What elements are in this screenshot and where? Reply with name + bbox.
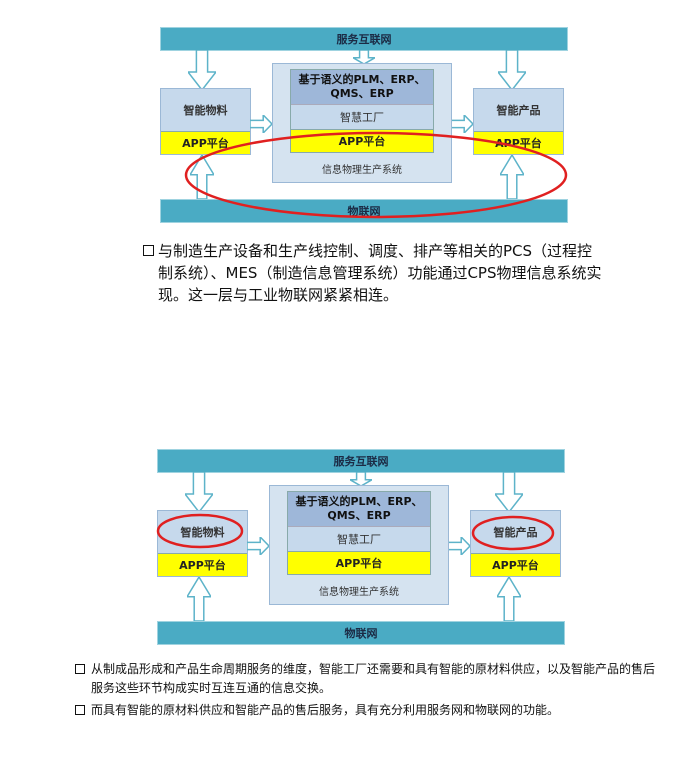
paragraph-text: 而具有智能的原材料供应和智能产品的售后服务，具有充分利用服务网和物联网的功能。: [91, 703, 560, 717]
smart-material-label: 智能物料: [183, 104, 228, 117]
arrow-down-icon: [188, 50, 216, 90]
checkbox-bullet-icon: [75, 664, 85, 674]
arrow-right-icon: [448, 537, 470, 555]
plm-erp-header: 基于语义的PLM、ERP、QMS、ERP: [291, 70, 433, 104]
iot-bar: 物联网: [157, 621, 565, 645]
arrow-down-icon: [498, 50, 526, 90]
smart-factory-label: 智慧工厂: [288, 526, 430, 551]
app-platform-label: APP平台: [471, 553, 560, 576]
arrow-down-icon: [185, 472, 213, 512]
arrow-right-icon: [451, 115, 473, 133]
smart-material-label: 智能物料: [180, 526, 225, 539]
plm-erp-header: 基于语义的PLM、ERP、QMS、ERP: [288, 492, 430, 526]
bullet-paragraph: 而具有智能的原材料供应和智能产品的售后服务，具有充分利用服务网和物联网的功能。: [75, 701, 655, 720]
smart-product-label: 智能产品: [493, 526, 538, 539]
arrow-up-icon: [500, 155, 524, 199]
arrow-up-icon: [187, 577, 211, 621]
paragraph-text: 从制成品形成和产品生命周期服务的维度，智能工厂还需要和具有智能的原材料供应，以及…: [91, 662, 656, 695]
iot-bar: 物联网: [160, 199, 568, 223]
arrow-down-icon: [353, 50, 375, 64]
app-platform-label: APP平台: [474, 131, 563, 154]
bullet-paragraph: 从制成品形成和产品生命周期服务的维度，智能工厂还需要和具有智能的原材料供应，以及…: [75, 660, 655, 698]
arrow-down-icon: [495, 472, 523, 512]
arrow-up-icon: [190, 155, 214, 199]
arrow-down-icon: [350, 472, 372, 486]
app-platform-label: APP平台: [291, 129, 433, 152]
smart-product-box: 智能产品 APP平台: [470, 510, 561, 577]
paragraph-text: 与制造生产设备和生产线控制、调度、排产等相关的PCS（过程控制系统）、MES（制…: [158, 242, 602, 304]
arrow-up-icon: [497, 577, 521, 621]
checkbox-bullet-icon: [143, 245, 154, 256]
smart-factory-label: 智慧工厂: [291, 104, 433, 129]
arrow-right-icon: [250, 115, 272, 133]
checkbox-bullet-icon: [75, 705, 85, 715]
service-internet-bar: 服务互联网: [157, 449, 565, 473]
smart-material-box: 智能物料 APP平台: [160, 88, 251, 155]
smart-material-box: 智能物料 APP平台: [157, 510, 248, 577]
service-internet-bar: 服务互联网: [160, 27, 568, 51]
cps-label: 信息物理生产系统: [322, 165, 402, 176]
app-platform-label: APP平台: [161, 131, 250, 154]
bullet-paragraph: 与制造生产设备和生产线控制、调度、排产等相关的PCS（过程控制系统）、MES（制…: [143, 240, 603, 306]
text-block-2: 从制成品形成和产品生命周期服务的维度，智能工厂还需要和具有智能的原材料供应，以及…: [75, 660, 655, 720]
app-platform-label: APP平台: [158, 553, 247, 576]
smart-product-box: 智能产品 APP平台: [473, 88, 564, 155]
smart-product-label: 智能产品: [496, 104, 541, 117]
app-platform-label: APP平台: [288, 551, 430, 574]
cps-label: 信息物理生产系统: [319, 587, 399, 598]
text-block-1: 与制造生产设备和生产线控制、调度、排产等相关的PCS（过程控制系统）、MES（制…: [143, 240, 603, 306]
arrow-right-icon: [247, 537, 269, 555]
